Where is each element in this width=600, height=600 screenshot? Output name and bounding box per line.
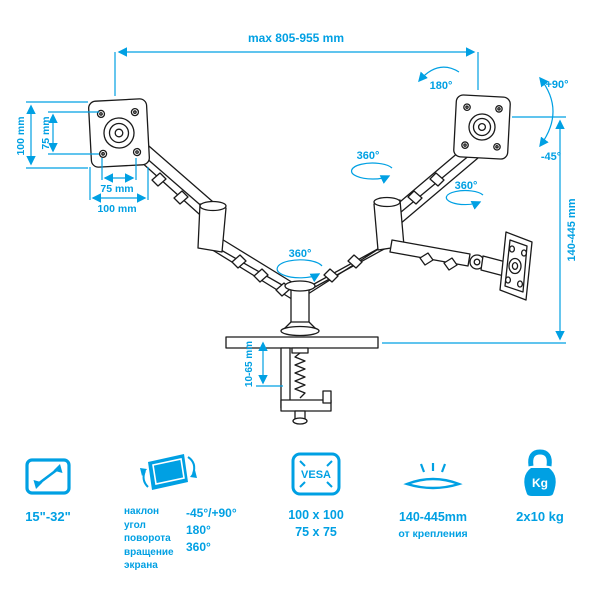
features-row: 15"-32" наклон угол поворота вращение эк… <box>0 443 600 600</box>
dim-top-width-label: max 805-955 mm <box>248 31 344 45</box>
tilt-down-label: -45° <box>541 151 561 163</box>
weight-value: 2x10 kg <box>516 509 564 524</box>
mount-diagram: max 805-955 mm 100 mm 75 mm 75 mm 100 mm… <box>15 31 578 425</box>
vesa-value-line: 75 x 75 <box>295 525 337 539</box>
screen-size-icon <box>25 458 71 495</box>
feature-screen-size: 15"-32" <box>10 443 86 524</box>
height-sublabel: от крепления <box>398 528 468 540</box>
vesa-icon: VESA <box>291 452 341 496</box>
screen-size-value: 15"-32" <box>25 509 71 524</box>
tilt-value-line: -45°/+90° <box>186 506 237 520</box>
dim-plate-width-outer-label: 100 mm <box>97 203 136 215</box>
vesa-values: 100 x 100 75 x 75 <box>270 507 362 541</box>
dim-height-range-label: 140-445 mm <box>566 198 578 261</box>
height-adjust-icon <box>403 463 463 490</box>
feature-tilt: наклон угол поворота вращение экрана -45… <box>124 443 258 573</box>
tilt-label-line: вращение <box>124 546 174 558</box>
tilt-label-line: угол <box>124 519 146 531</box>
dimension-lines <box>26 47 566 387</box>
vesa-icon-label: VESA <box>301 469 331 481</box>
tilt-label-line: поворота <box>124 533 171 544</box>
feature-weight: Kg 2x10 kg <box>496 443 584 524</box>
rotation-180-label: 180° <box>430 80 453 92</box>
rotation-arm-label: 360° <box>357 150 380 162</box>
tilt-value-line: 180° <box>186 523 211 537</box>
tilt-labels: наклон угол поворота вращение экрана <box>124 505 186 573</box>
dim-plate-height-inner-label: 75 mm <box>40 116 52 149</box>
tilt-value-line: 360° <box>186 540 211 554</box>
weight-icon-label: Kg <box>532 476 548 490</box>
rotation-base-label: 360° <box>289 248 312 260</box>
rotation-elbow-label: 360° <box>455 180 478 192</box>
dim-clamp-range-label: 10-65 mm <box>244 341 255 387</box>
tilt-values: -45°/+90° 180° 360° <box>186 505 237 573</box>
height-value: 140-445mm <box>398 510 468 524</box>
tilt-up-label: +90° <box>545 79 568 91</box>
feature-height: 140-445mm от крепления <box>378 443 488 540</box>
dim-plate-height-outer-label: 100 mm <box>15 116 27 155</box>
weight-icon: Kg <box>524 449 556 496</box>
vesa-value-line: 100 x 100 <box>288 508 344 522</box>
tilt-label-line: наклон <box>124 506 160 517</box>
dim-plate-width-inner-label: 75 mm <box>100 183 133 195</box>
tilt-label-line: экрана <box>124 560 158 571</box>
feature-vesa: VESA 100 x 100 75 x 75 <box>270 443 362 541</box>
mount-artwork <box>88 94 533 425</box>
tilt-icon <box>140 454 197 490</box>
